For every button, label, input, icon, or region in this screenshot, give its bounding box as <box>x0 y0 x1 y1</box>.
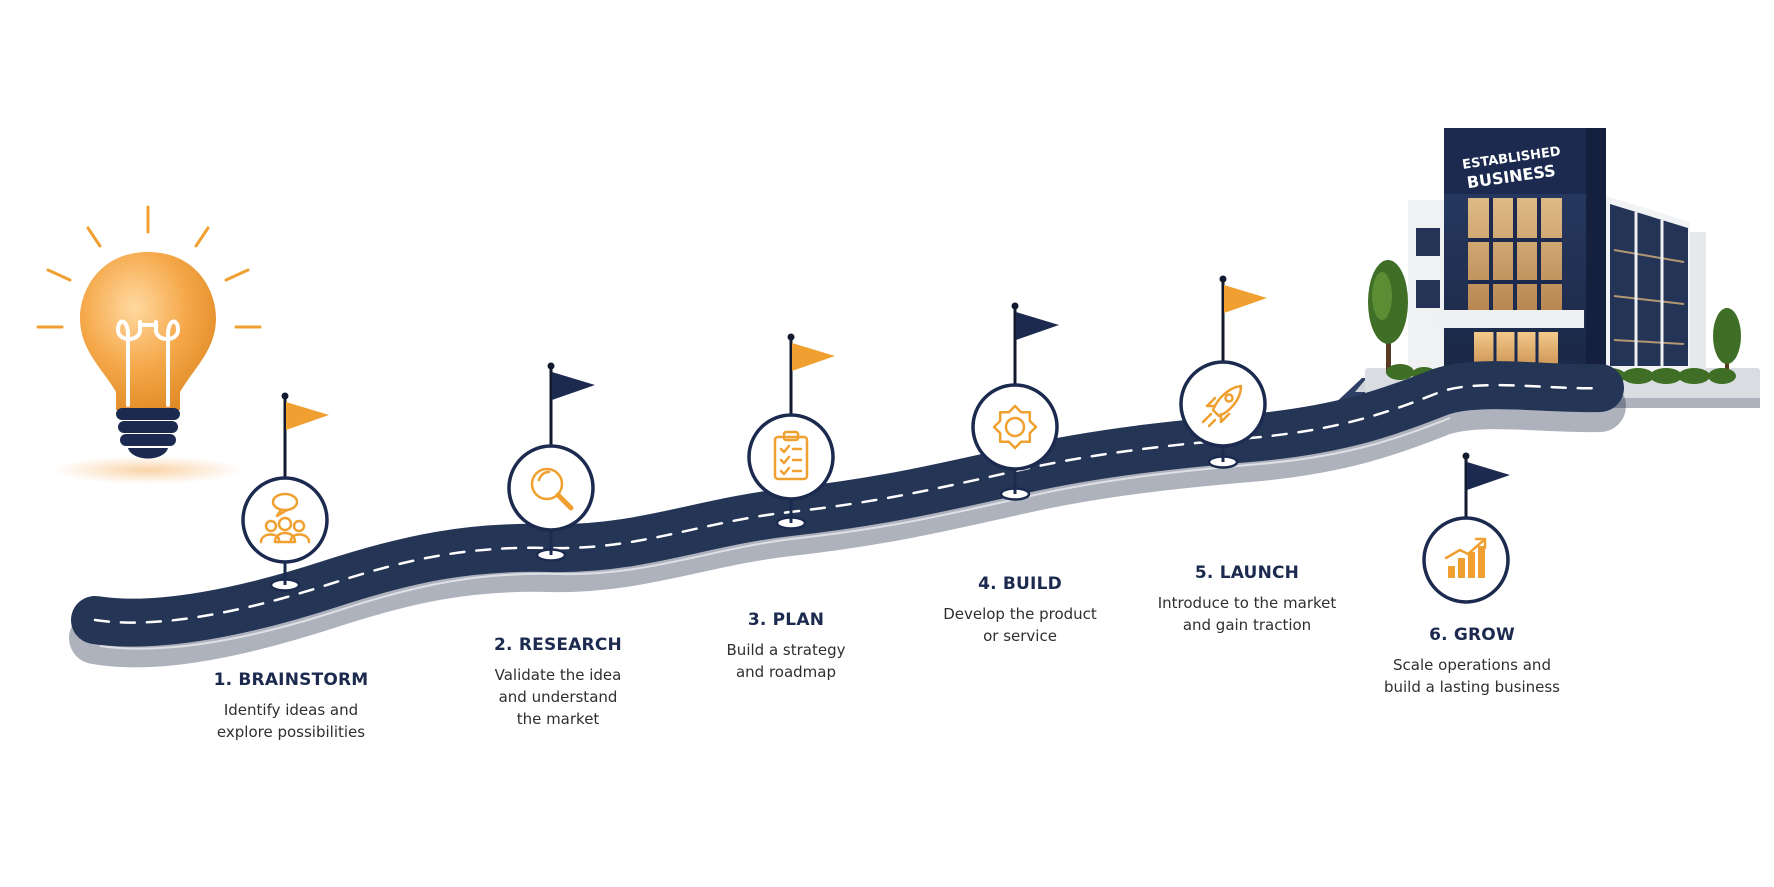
gear-icon <box>992 404 1038 450</box>
lightbulb-icon <box>36 205 262 484</box>
step-6-description-line: build a lasting business <box>1383 678 1560 696</box>
step-icon-circle <box>1422 516 1510 604</box>
step-6-title: 6. GROW <box>1429 625 1515 645</box>
step-4-title: 4. BUILD <box>978 574 1062 594</box>
step-2-label: 2. RESEARCH Validate the idea and understa… <box>438 635 678 730</box>
magnifier-icon <box>530 467 574 511</box>
step-icon-circle <box>747 413 835 501</box>
step-marker-6 <box>1422 452 1510 604</box>
step-1-title: 1. BRAINSTORM <box>213 670 369 690</box>
step-5-description-line: and gain traction <box>1182 616 1312 634</box>
step-4-label: 4. BUILD Develop the product or service <box>900 574 1140 647</box>
flag-pole-cap <box>1011 302 1019 310</box>
step-2-description-line: Validate the idea <box>494 666 622 684</box>
step-1-description-line: explore possibilities <box>216 723 366 741</box>
step-3-title: 3. PLAN <box>747 610 825 630</box>
step-5-label: 5. LAUNCH Introduce to the market and gain… <box>1127 563 1367 636</box>
step-marker-5 <box>1179 275 1267 469</box>
step-6-label: 6. GROW Scale operations and build a lasti… <box>1352 625 1592 698</box>
step-2-description: Validate the idea and understand the marke… <box>438 664 678 730</box>
flag <box>552 372 595 400</box>
flag-pole-cap <box>281 392 289 400</box>
flag <box>1467 462 1510 490</box>
step-marker-1 <box>241 392 329 592</box>
step-2-description-line: and understand <box>498 688 618 706</box>
flag <box>1016 312 1059 340</box>
step-icon-circle <box>1179 360 1267 448</box>
growth-chart-icon <box>1444 537 1487 578</box>
step-3-label: 3. PLAN Build a strategy and roadmap <box>666 610 906 683</box>
step-6-description-line: Scale operations and <box>1393 656 1551 674</box>
flag-pole-cap <box>1462 452 1470 460</box>
step-1-label: 1. BRAINSTORM Identify ideas and explore p… <box>171 670 411 743</box>
step-1-description: Identify ideas and explore possibilities <box>171 699 411 743</box>
flag-pole-cap <box>787 333 795 341</box>
step-icon-circle <box>971 383 1059 471</box>
step-4-description-line: or service <box>983 627 1057 645</box>
step-icon-circle <box>241 476 329 564</box>
rocket-icon <box>1201 384 1243 428</box>
step-3-description-line: and roadmap <box>735 663 837 681</box>
step-1-description-line: Identify ideas and <box>223 701 359 719</box>
step-icon-circle <box>507 444 595 532</box>
step-6-description: Scale operations and build a lasting busi… <box>1352 654 1592 698</box>
step-4-description-line: Develop the product <box>943 605 1097 623</box>
building-windows <box>1468 198 1562 324</box>
step-4-description: Develop the product or service <box>900 603 1140 647</box>
step-marker-4 <box>971 302 1059 501</box>
step-5-description: Introduce to the market and gain traction <box>1127 592 1367 636</box>
flag-pole-cap <box>1219 275 1227 283</box>
clipboard-checklist-icon <box>773 430 809 481</box>
step-2-title: 2. RESEARCH <box>494 635 622 655</box>
tree-right <box>1713 308 1741 372</box>
flag <box>1224 285 1267 313</box>
step-5-description-line: Introduce to the market <box>1157 594 1337 612</box>
step-2-description-line: the market <box>516 710 600 728</box>
flag-pole-cap <box>547 362 555 370</box>
flag <box>792 343 835 371</box>
step-5-title: 5. LAUNCH <box>1194 563 1300 583</box>
step-marker-2 <box>507 362 595 562</box>
step-3-description: Build a strategy and roadmap <box>666 639 906 683</box>
step-3-description-line: Build a strategy <box>726 641 846 659</box>
winding-road <box>69 361 1626 668</box>
people-chat-icon <box>259 492 311 544</box>
established-business-building: ESTABLISHED BUSINESS <box>1330 128 1760 408</box>
flag <box>286 402 329 430</box>
step-markers <box>241 275 1510 604</box>
step-marker-3 <box>747 333 835 530</box>
tree-left <box>1368 260 1408 372</box>
